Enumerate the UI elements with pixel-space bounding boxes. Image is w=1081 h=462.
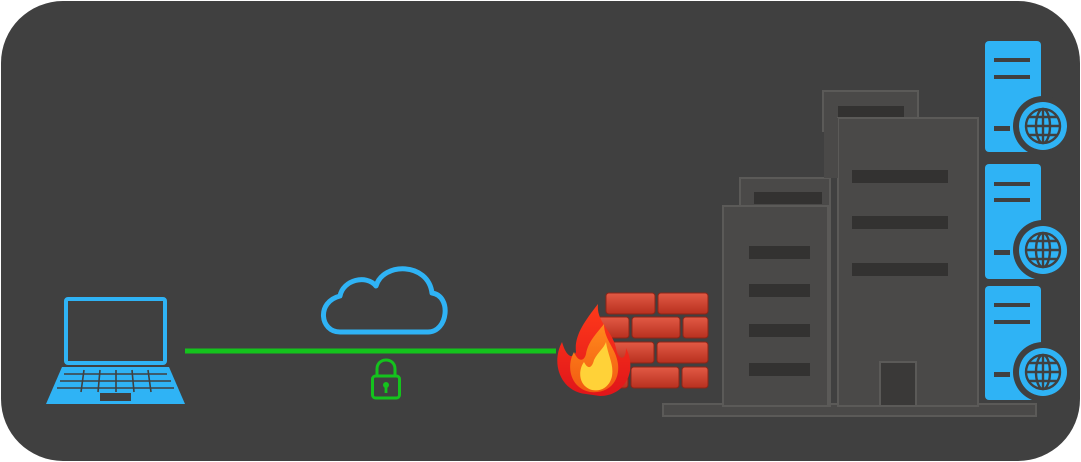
building-door xyxy=(879,361,917,407)
flame-icon xyxy=(557,304,631,396)
web-server-icon xyxy=(985,164,1073,280)
padlock-icon xyxy=(371,358,401,400)
globe-icon xyxy=(1013,342,1073,402)
web-server-icon xyxy=(985,286,1073,402)
brick-wall xyxy=(596,292,709,389)
laptop-icon xyxy=(46,297,185,404)
cloud-icon xyxy=(321,266,448,335)
globe-icon xyxy=(1013,96,1073,156)
web-server-icon xyxy=(985,41,1073,156)
building-icon xyxy=(662,90,1037,417)
globe-icon xyxy=(1013,220,1073,280)
firewall-icon xyxy=(557,292,709,396)
building-windows xyxy=(749,170,948,376)
